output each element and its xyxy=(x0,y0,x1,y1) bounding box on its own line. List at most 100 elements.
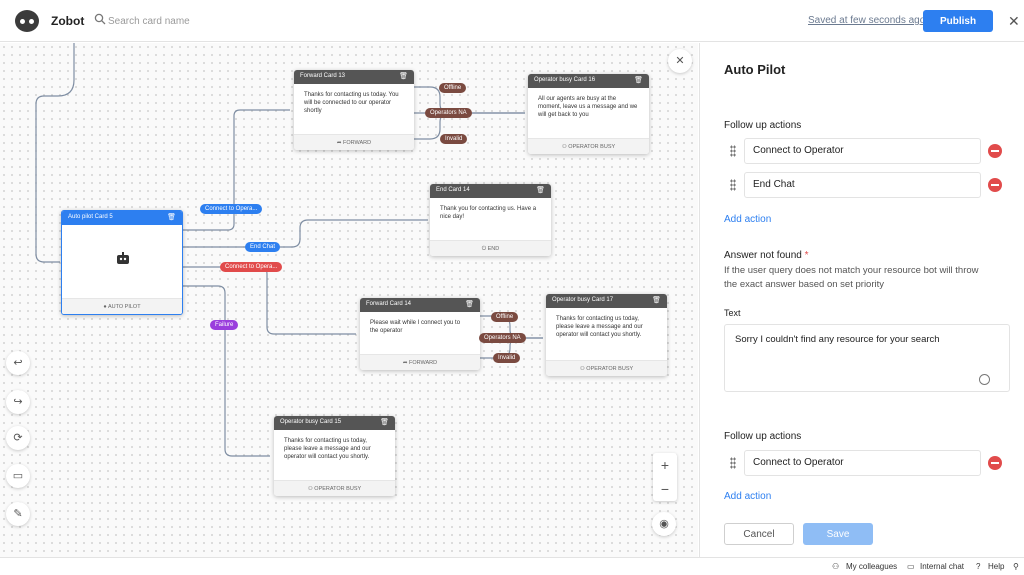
branch-pill-operators-na[interactable]: Operators NA xyxy=(425,108,472,118)
internal-chat-link[interactable]: Internal chat xyxy=(920,562,965,571)
follow-up-actions-label: Follow up actions xyxy=(724,120,802,131)
save-button[interactable]: Save xyxy=(803,523,873,545)
help-link[interactable]: Help xyxy=(988,562,1005,571)
redo-icon[interactable]: ↪ xyxy=(6,390,30,414)
card-auto-pilot-5[interactable]: Auto pilot Card 5 🗑 ● AUTO PILOT xyxy=(61,210,183,315)
branch-pill-invalid-2[interactable]: Invalid xyxy=(493,353,521,363)
preview-screen-icon[interactable]: ▭ xyxy=(6,464,30,488)
card-search-input[interactable] xyxy=(108,11,308,31)
card-type-label: ⚇ OPERATOR BUSY xyxy=(274,480,395,496)
follow-up-action-row: Connect to Operator xyxy=(724,138,1012,164)
card-message: Thank you for contacting us. Have a nice… xyxy=(440,206,537,220)
action-select[interactable]: Connect to Operator xyxy=(744,450,981,476)
card-end-14[interactable]: End Card 14 🗑 Thank you for contacting us… xyxy=(430,184,551,256)
search-icon xyxy=(94,13,106,25)
emoji-icon[interactable] xyxy=(979,374,990,385)
card-type-label: ➦ FORWARD xyxy=(360,354,480,370)
answer-description: If the user query does not match your re… xyxy=(724,265,979,290)
add-action-link-2[interactable]: Add action xyxy=(724,491,772,502)
remove-action-icon[interactable] xyxy=(988,456,1002,470)
answer-text-area[interactable]: Sorry I couldn't find any resource for y… xyxy=(724,324,1010,392)
card-type-label: ➦ FORWARD xyxy=(294,134,414,150)
card-forward-14[interactable]: Forward Card 14 🗑 Please wait while I con… xyxy=(360,298,480,370)
auto-pilot-panel: Auto Pilot Follow up actions Connect to … xyxy=(699,43,1024,557)
follow-up-action-row: End Chat xyxy=(724,172,1012,198)
search-icon[interactable]: ⚲ xyxy=(1013,562,1019,571)
flow-canvas[interactable]: Forward Card 13 🗑 Thanks for contacting u… xyxy=(0,43,698,557)
card-message: Thanks for contacting us today, please l… xyxy=(556,316,643,338)
card-message: All our agents are busy at the moment, l… xyxy=(538,96,638,118)
zoom-controls: + − xyxy=(653,453,677,501)
branch-pill-end-chat[interactable]: End Chat xyxy=(245,242,281,252)
chat-icon: ▭ xyxy=(907,562,915,571)
card-forward-13[interactable]: Forward Card 13 🗑 Thanks for contacting u… xyxy=(294,70,414,150)
drag-handle-icon[interactable] xyxy=(730,179,736,191)
answer-text-value: Sorry I couldn't find any resource for y… xyxy=(735,334,940,345)
bottom-bar: ⚇ My colleagues ▭ Internal chat ? Help ⚲ xyxy=(0,557,1024,575)
card-type-label: ⚇ OPERATOR BUSY xyxy=(528,138,649,154)
remove-action-icon[interactable] xyxy=(988,144,1002,158)
card-title: Operator busy Card 17 xyxy=(552,297,614,303)
remove-action-icon[interactable] xyxy=(988,178,1002,192)
trash-icon[interactable]: 🗑 xyxy=(380,419,389,426)
zobot-logo-icon xyxy=(15,10,39,32)
card-title: Forward Card 13 xyxy=(300,73,346,79)
card-title: Operator busy Card 15 xyxy=(280,419,342,425)
cancel-button[interactable]: Cancel xyxy=(724,523,794,545)
zoom-in-button[interactable]: + xyxy=(660,457,670,473)
card-operator-busy-16[interactable]: Operator busy Card 16 🗑 All our agents ar… xyxy=(528,74,649,154)
zoom-out-button[interactable]: − xyxy=(660,481,670,497)
trash-icon[interactable]: 🗑 xyxy=(536,187,545,194)
panel-title: Auto Pilot xyxy=(724,62,786,77)
drag-handle-icon[interactable] xyxy=(730,145,736,157)
branch-pill-offline-2[interactable]: Offline xyxy=(491,312,519,322)
publish-button[interactable]: Publish xyxy=(923,10,993,32)
branch-pill-connect-operator[interactable]: Connect to Opera... xyxy=(200,204,263,214)
app-name: Zobot xyxy=(51,14,85,28)
branch-pill-failure[interactable]: Failure xyxy=(210,320,239,330)
trash-icon[interactable]: 🗑 xyxy=(652,297,661,304)
required-mark: * xyxy=(804,250,809,261)
trash-icon[interactable]: 🗑 xyxy=(167,214,176,221)
branch-pill-offline[interactable]: Offline xyxy=(439,83,467,93)
undo-icon[interactable]: ↩ xyxy=(6,351,30,375)
saved-status-link[interactable]: Saved at few seconds ago xyxy=(808,15,926,26)
my-colleagues-link[interactable]: My colleagues xyxy=(846,562,898,571)
add-action-link[interactable]: Add action xyxy=(724,214,772,225)
action-select[interactable]: Connect to Operator xyxy=(744,138,981,164)
answer-not-found-label: Answer not found * xyxy=(724,250,809,261)
eye-icon[interactable]: ◉ xyxy=(652,512,676,536)
card-type-label: ⚇ OPERATOR BUSY xyxy=(546,360,667,376)
card-title: Auto pilot Card 5 xyxy=(68,214,113,220)
branch-pill-invalid[interactable]: Invalid xyxy=(440,134,468,144)
card-message: Thanks for contacting us today. You will… xyxy=(304,92,399,114)
card-title: End Card 14 xyxy=(436,187,470,193)
drag-handle-icon[interactable] xyxy=(730,457,736,469)
card-type-label: ● AUTO PILOT xyxy=(62,298,182,314)
card-message: Please wait while I connect you to the o… xyxy=(370,320,461,334)
card-type-label: ⏻ END xyxy=(430,240,551,256)
top-bar: Zobot Saved at few seconds ago Publish ✕ xyxy=(0,0,1024,42)
help-icon: ? xyxy=(976,562,981,571)
trash-icon[interactable]: 🗑 xyxy=(399,73,408,80)
refresh-icon[interactable]: ⟳ xyxy=(6,426,30,450)
text-label: Text xyxy=(724,308,741,318)
bot-icon xyxy=(117,252,129,264)
follow-up-action-row: Connect to Operator xyxy=(724,450,1012,476)
action-select[interactable]: End Chat xyxy=(744,172,981,198)
close-canvas-icon[interactable]: ✕ xyxy=(668,49,692,73)
card-operator-busy-15[interactable]: Operator busy Card 15 🗑 Thanks for contac… xyxy=(274,416,395,496)
magic-wand-icon[interactable]: ✎ xyxy=(6,502,30,526)
card-title: Operator busy Card 16 xyxy=(534,77,596,83)
trash-icon[interactable]: 🗑 xyxy=(465,301,474,308)
card-message: Thanks for contacting us today, please l… xyxy=(284,438,371,460)
follow-up-actions-label-2: Follow up actions xyxy=(724,431,802,442)
close-icon[interactable]: ✕ xyxy=(1008,13,1020,29)
card-operator-busy-17[interactable]: Operator busy Card 17 🗑 Thanks for contac… xyxy=(546,294,667,376)
card-title: Forward Card 14 xyxy=(366,301,412,307)
answer-not-found-text: Answer not found xyxy=(724,250,802,261)
colleagues-icon: ⚇ xyxy=(832,562,840,571)
branch-pill-connect-operator-red[interactable]: Connect to Opera... xyxy=(220,262,283,272)
branch-pill-operators-na-2[interactable]: Operators NA xyxy=(479,333,526,343)
trash-icon[interactable]: 🗑 xyxy=(634,77,643,84)
